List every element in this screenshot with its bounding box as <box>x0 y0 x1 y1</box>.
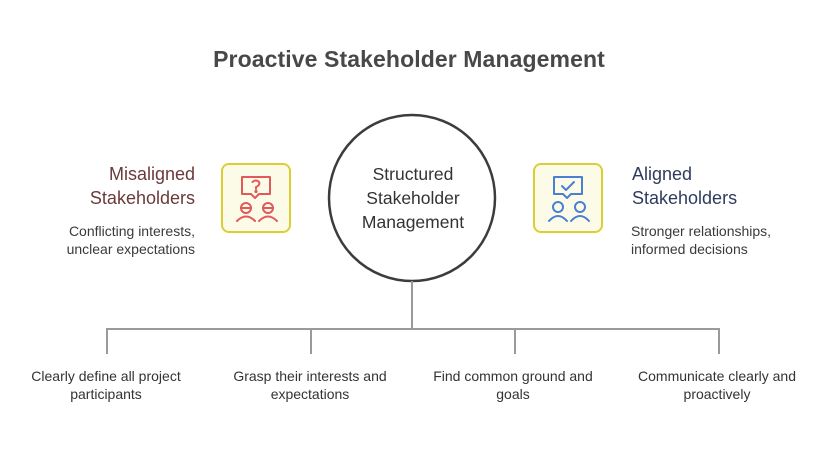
center-label: Structured Stakeholder Management <box>361 164 465 232</box>
agreed-people-icon <box>548 176 590 222</box>
left-title: Misaligned Stakeholders <box>89 164 195 208</box>
right-title: Aligned Stakeholders <box>632 164 738 208</box>
left-icon-box <box>221 163 291 233</box>
step-label: Clearly define all project participants <box>31 368 181 402</box>
right-description: Stronger relationships, informed decisio… <box>631 223 772 257</box>
step-label: Grasp their interests and expectations <box>233 368 387 402</box>
step-label: Find common ground and goals <box>433 368 593 402</box>
tree-connector <box>106 281 720 354</box>
right-icon-box <box>533 163 603 233</box>
left-description: Conflicting interests, unclear expectati… <box>66 223 195 257</box>
diagram-title: Proactive Stakeholder Management <box>213 46 605 72</box>
step-label: Communicate clearly and proactively <box>638 368 796 402</box>
confused-people-icon <box>236 176 278 222</box>
